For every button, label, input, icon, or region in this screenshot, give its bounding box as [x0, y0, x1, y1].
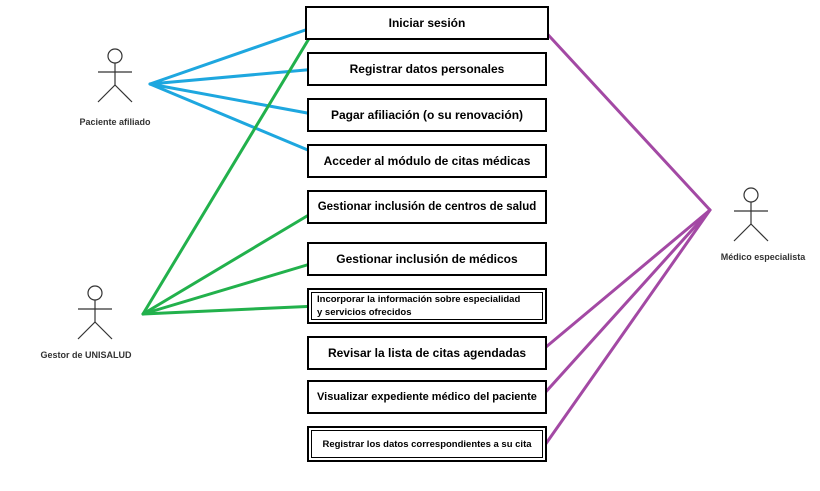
assoc-paciente-iniciar [148, 25, 316, 86]
assoc-medico-revisar [538, 208, 712, 354]
assoc-paciente-registrar [148, 66, 330, 86]
assoc-gestor-centros [141, 214, 309, 316]
actor-medico-figure [733, 187, 769, 242]
use-case-incorporar-line1: Incorporar la información sobre especial… [317, 294, 521, 305]
assoc-medico-visualizar [541, 208, 712, 397]
actor-paciente-label: Paciente afiliado [79, 117, 151, 127]
assoc-paciente-acceder [148, 82, 317, 155]
use-case-acceder-citas: Acceder al módulo de citas médicas [307, 144, 547, 178]
actor-gestor-label: Gestor de UNISALUD [40, 350, 132, 360]
use-case-gestionar-centros: Gestionar inclusión de centros de salud [307, 190, 547, 224]
use-case-registrar-datos: Registrar datos personales [307, 52, 547, 86]
use-case-registrar-cita: Registrar los datos correspondientes a s… [307, 426, 547, 462]
assoc-medico-iniciar [538, 24, 712, 212]
actor-paciente-figure [97, 48, 133, 103]
use-case-iniciar-sesion: Iniciar sesión [305, 6, 549, 40]
use-case-revisar-citas: Revisar la lista de citas agendadas [307, 336, 547, 370]
actor-medico-label: Médico especialista [720, 252, 806, 262]
use-case-gestionar-medicos: Gestionar inclusión de médicos [307, 242, 547, 276]
use-case-pagar-afiliacion: Pagar afiliación (o su renovación) [307, 98, 547, 132]
assoc-medico-registrar-cita [543, 208, 712, 447]
use-case-incorporar-line2: y servicios ofrecidos [317, 307, 412, 318]
use-case-visualizar-expediente: Visualizar expediente médico del pacient… [307, 380, 547, 414]
assoc-gestor-iniciar [141, 15, 324, 316]
actor-gestor-figure [77, 285, 113, 340]
assoc-paciente-pagar [148, 82, 320, 117]
assoc-gestor-incorporar [141, 304, 320, 316]
use-case-incorporar-info: Incorporar la información sobre especial… [307, 288, 547, 324]
assoc-gestor-medicos [141, 257, 329, 316]
